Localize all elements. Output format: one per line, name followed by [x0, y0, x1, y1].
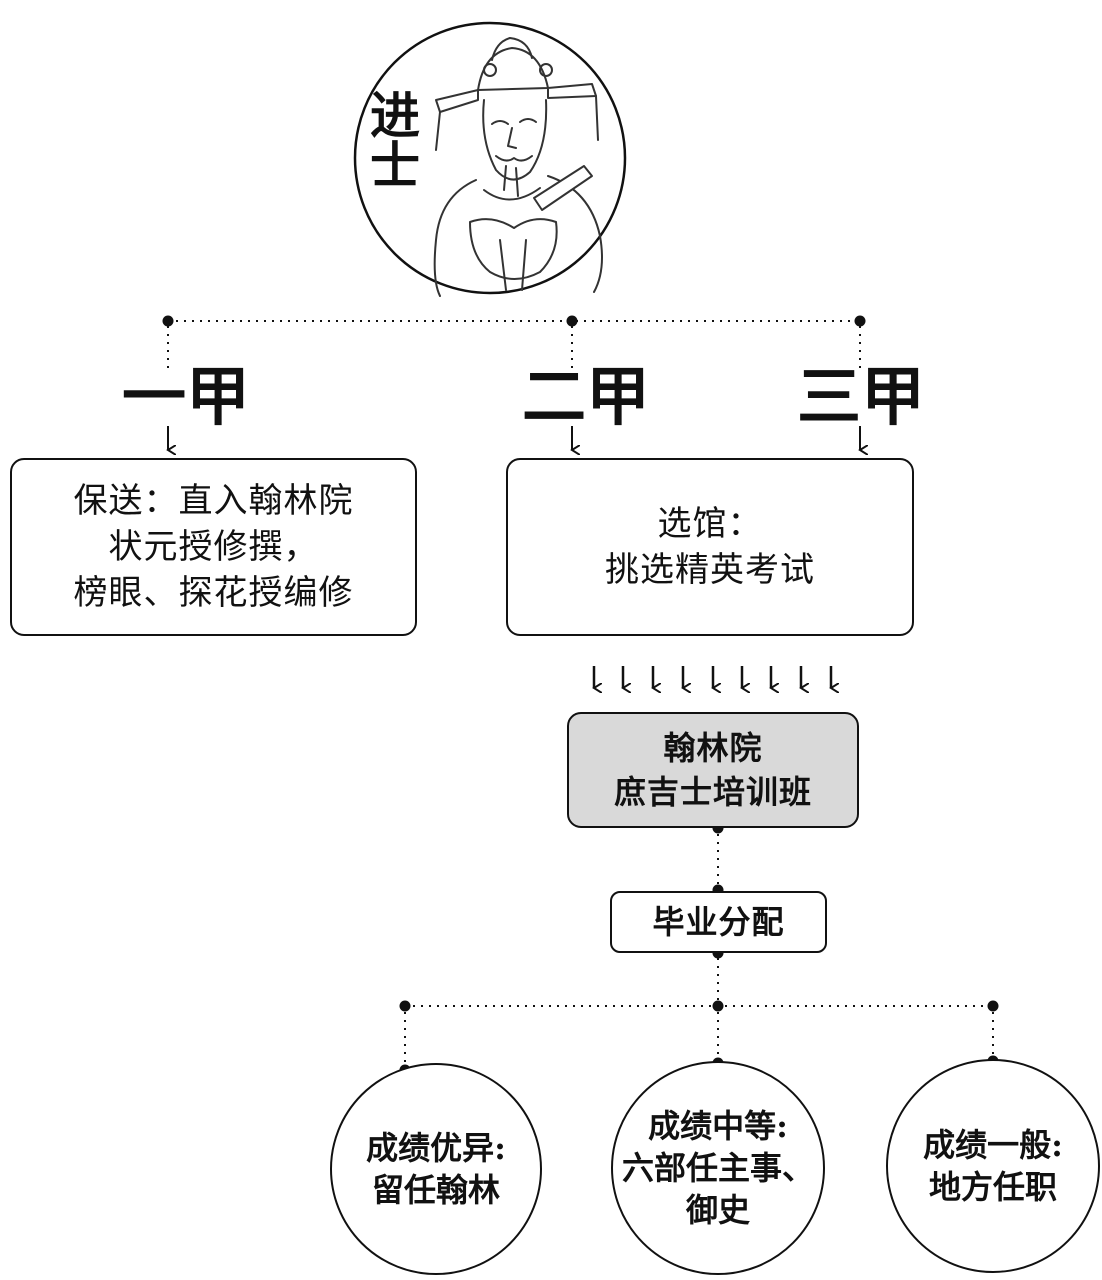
junction-dot: [566, 315, 578, 327]
title-char-jin: 进: [370, 86, 420, 145]
outcome-average-line: 成绩中等:: [648, 1107, 788, 1145]
graduation-assignment-box: 毕业分配: [610, 891, 827, 953]
selection-exam-line: 选馆：: [657, 504, 763, 544]
direct-entry-line: 状元授修撰，: [108, 527, 319, 567]
outcome-excellent-line: 留任翰林: [371, 1171, 500, 1209]
hanlin-academy-line: 翰林院: [663, 729, 763, 767]
outcome-average-line: 御史: [685, 1191, 750, 1229]
direct-entry-line: 保送：直入翰林院: [73, 481, 354, 521]
graduation-assignment-label: 毕业分配: [652, 903, 785, 941]
hanlin-academy-box: 翰林院 庶吉士培训班: [567, 712, 859, 828]
rank-label-first: 一甲: [122, 360, 250, 435]
scholar-official-portrait: [433, 37, 603, 297]
junction-dot: [987, 1000, 999, 1012]
outcome-average-circle: 成绩中等: 六部任主事、 御史: [611, 1061, 825, 1275]
outcome-ordinary-circle: 成绩一般: 地方任职: [886, 1059, 1100, 1273]
outcome-ordinary-line: 成绩一般:: [923, 1126, 1063, 1164]
junction-dot: [712, 1000, 724, 1012]
rank-label-third: 三甲: [797, 360, 925, 435]
outcome-average-line: 六部任主事、: [621, 1149, 814, 1187]
junction-dot: [854, 315, 866, 327]
outcome-excellent-circle: 成绩优异: 留任翰林: [330, 1063, 542, 1275]
junction-dot: [162, 315, 174, 327]
junction-dot: [399, 1000, 411, 1012]
selection-exam-line: 挑选精英考试: [605, 550, 815, 590]
outcome-excellent-line: 成绩优异:: [366, 1129, 506, 1167]
rank-label-second: 二甲: [522, 360, 650, 435]
outcome-ordinary-line: 地方任职: [928, 1168, 1057, 1206]
selection-exam-box: 选馆： 挑选精英考试: [506, 458, 914, 636]
hanlin-academy-line: 庶吉士培训班: [613, 773, 812, 811]
selection-arrows: [594, 666, 831, 688]
direct-entry-box: 保送：直入翰林院 状元授修撰， 榜眼、探花授编修: [10, 458, 417, 636]
title-char-shi: 士: [370, 136, 420, 195]
direct-entry-line: 榜眼、探花授编修: [73, 573, 354, 613]
